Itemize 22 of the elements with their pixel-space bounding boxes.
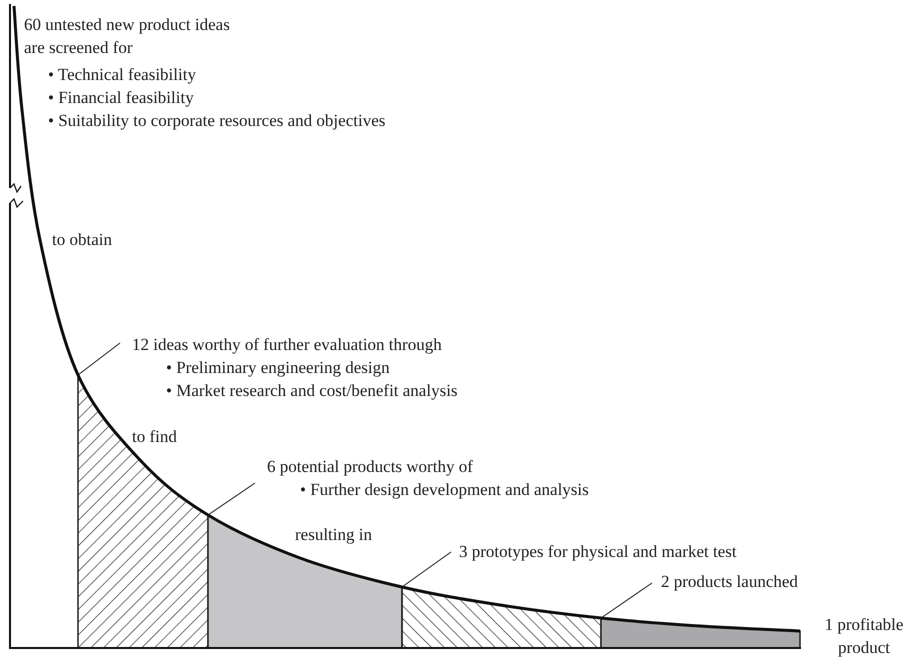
leader-line	[78, 342, 120, 376]
bullet-item: • Suitability to corporate resources and objectives	[48, 110, 386, 132]
hatched-area	[401, 586, 602, 649]
stage-label: 12 ideas worthy of further evaluation through	[132, 334, 443, 356]
bullet-item: • Market research and cost/benefit analysis	[166, 380, 458, 402]
leader-line	[402, 552, 452, 588]
connector-text: resulting in	[295, 524, 372, 546]
leader-line	[600, 582, 652, 618]
connector-text: to find	[132, 426, 177, 448]
shaded-area	[207, 514, 403, 649]
stage-label: 60 untested new product ideas are screened for	[24, 14, 231, 59]
stage-label: 2 products launched	[661, 571, 798, 593]
bullet-item: • Financial feasibility	[48, 87, 194, 109]
leader-line	[208, 482, 256, 516]
bullet-item: • Further design development and analysis	[300, 479, 589, 501]
connector-text: to obtain	[52, 229, 112, 251]
stage-label: 1 profitable product	[824, 614, 904, 659]
shaded-area	[600, 617, 801, 649]
stage-label: 6 potential products worthy of	[267, 456, 474, 478]
bullet-item: • Technical feasibility	[48, 64, 196, 86]
bullet-item: • Preliminary engineering design	[166, 357, 391, 379]
stage-label: 3 prototypes for physical and market test	[459, 541, 737, 563]
